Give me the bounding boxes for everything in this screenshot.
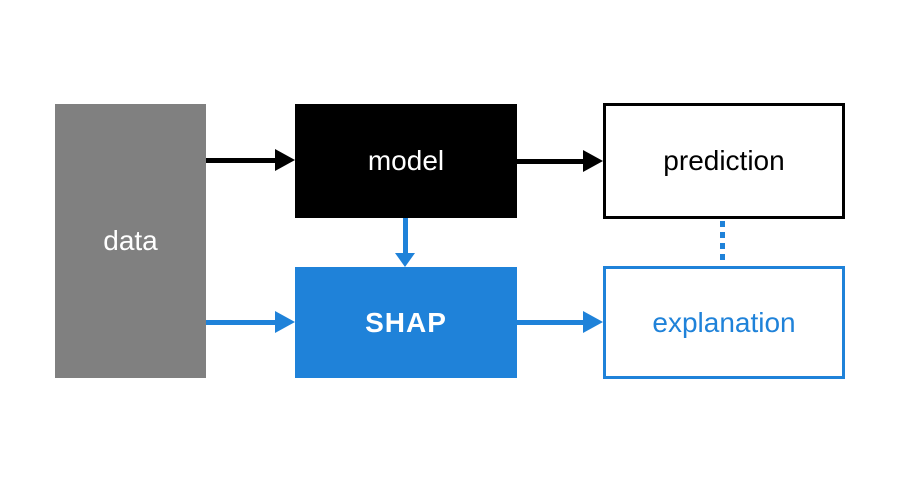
dotted-line (720, 221, 725, 265)
data-node: data (55, 104, 206, 378)
shap-node: SHAP (295, 267, 517, 378)
arrow-shaft (206, 320, 277, 325)
arrowhead-right-icon (275, 149, 295, 171)
arrowhead-right-icon (583, 150, 603, 172)
shap-node-label: SHAP (365, 306, 447, 338)
prediction-node: prediction (603, 103, 845, 219)
arrowhead-right-icon (275, 311, 295, 333)
data-node-label: data (103, 225, 158, 256)
arrow-shaft (206, 158, 277, 163)
model-node-label: model (367, 145, 445, 176)
arrow-shaft (517, 320, 585, 325)
arrowhead-right-icon (583, 311, 603, 333)
prediction-node-label: prediction (663, 145, 785, 176)
explanation-node-label: explanation (652, 306, 796, 338)
model-node: model (295, 104, 517, 218)
arrow-shaft (517, 159, 585, 164)
explanation-node: explanation (603, 266, 845, 379)
arrowhead-down-icon (395, 253, 415, 267)
arrow-shaft (403, 218, 408, 254)
